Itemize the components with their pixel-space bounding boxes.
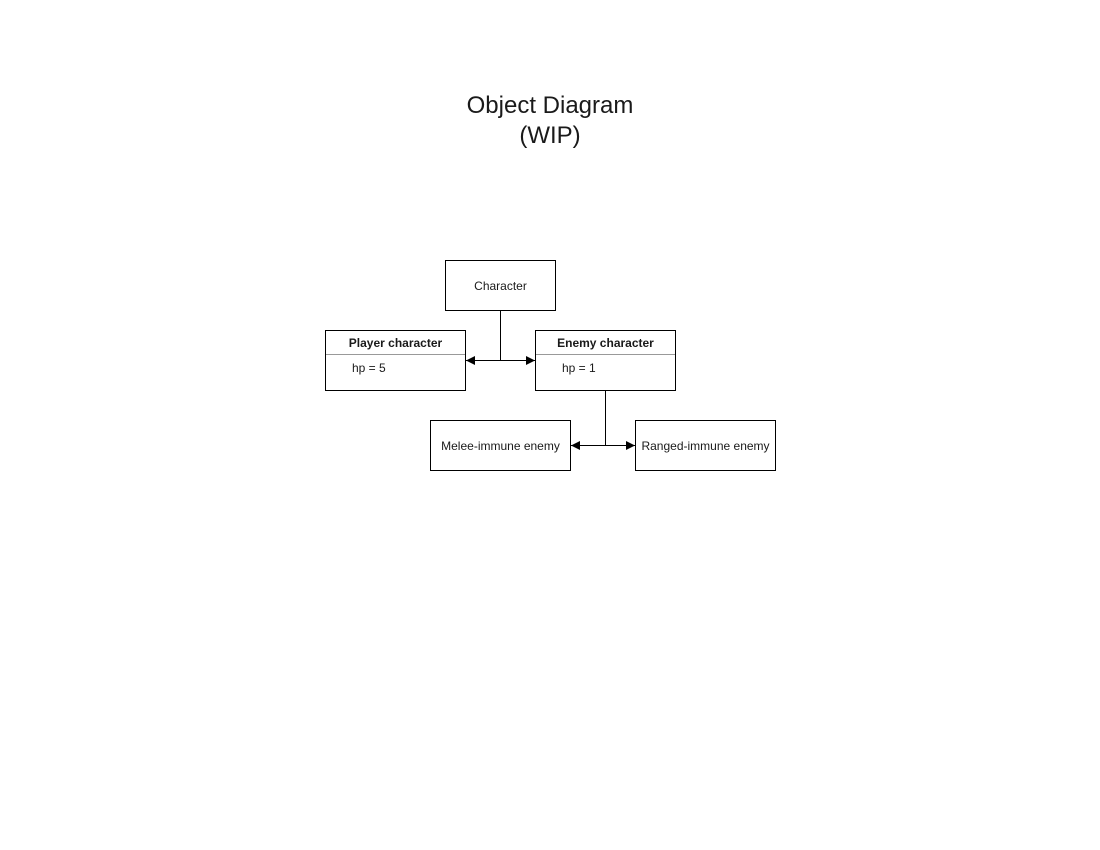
- node-enemy-character-attribute: hp = 1: [562, 361, 596, 375]
- node-ranged-immune-enemy[interactable]: Ranged-immune enemy: [635, 420, 776, 471]
- node-ranged-immune-enemy-label: Ranged-immune enemy: [641, 438, 770, 453]
- node-player-character-label: Player character: [326, 331, 465, 355]
- node-player-character-attribute: hp = 5: [352, 361, 386, 375]
- node-character-label: Character: [474, 278, 527, 293]
- node-enemy-character-label: Enemy character: [536, 331, 675, 355]
- diagram-title: Object Diagram: [466, 92, 634, 119]
- node-character[interactable]: Character: [445, 260, 556, 311]
- node-melee-immune-enemy-label: Melee-immune enemy: [441, 438, 560, 453]
- node-player-character[interactable]: Player character hp = 5: [325, 330, 466, 391]
- node-enemy-character[interactable]: Enemy character hp = 1: [535, 330, 676, 391]
- node-melee-immune-enemy[interactable]: Melee-immune enemy: [430, 420, 571, 471]
- diagram-subtitle: (WIP): [519, 122, 581, 149]
